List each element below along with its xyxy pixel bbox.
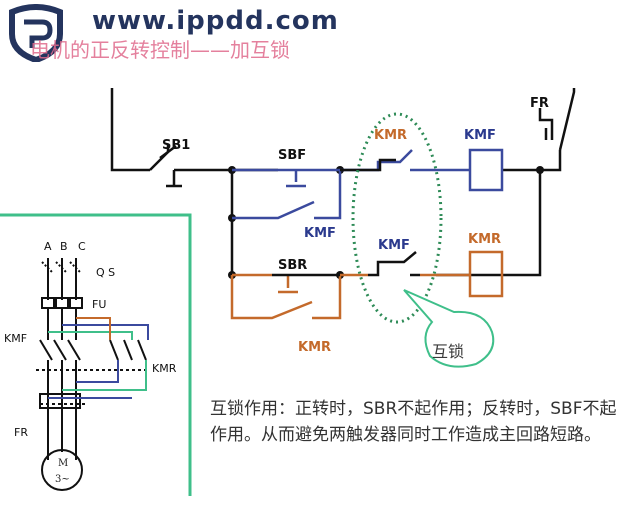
kmr-aux-label: KMR [298,340,332,355]
interlock-bubble [403,289,495,368]
page-title: 电机的正反转控制——加互锁 [30,38,290,62]
main-circuit-blue [48,324,149,399]
sbr-label: SBR [278,258,308,273]
phase-b-label: B [60,240,68,253]
interlock-note: 互锁作用：正转时，SBR不起作用；反转时，SBF不起作用。从而避免两触发器同时工… [210,399,617,445]
motor-label: M [58,458,69,469]
fr-main-label: FR [14,426,28,439]
sb1-label: SB1 [162,138,191,153]
orange-reverse-branch [230,250,504,320]
blue-forward-branch [232,148,504,220]
qs-label: Q S [96,266,116,279]
sbf-label: SBF [278,148,307,163]
kmr-contact-label: KMR [374,128,408,143]
main-circuit-orange [76,317,111,340]
shield-logo-icon [9,4,63,62]
main-circuit-frame [0,213,192,496]
interlock-ellipse [351,112,443,324]
control-black-wiring [110,88,576,277]
main-circuit-wiring [36,258,150,491]
phase-c-label: C [78,240,86,253]
motor-sub-label: 3~ [55,474,70,485]
phase-a-label: A [44,240,52,253]
kmr-main-label: KMR [152,362,177,375]
kmf-main-label: KMF [4,332,28,345]
kmf-contact-label: KMF [378,238,410,253]
fr-label: FR [530,96,549,111]
kmf-aux-label: KMF [304,226,336,241]
interlock-bubble-text: 互锁 [432,342,465,361]
kmr-coil-label: KMR [468,232,502,247]
fu-label: FU [92,298,107,311]
kmf-coil-label: KMF [464,128,496,143]
main-circuit-green [48,331,147,391]
watermark: www.ippdd.com [92,6,339,36]
kmf-nc-contact [368,251,420,277]
